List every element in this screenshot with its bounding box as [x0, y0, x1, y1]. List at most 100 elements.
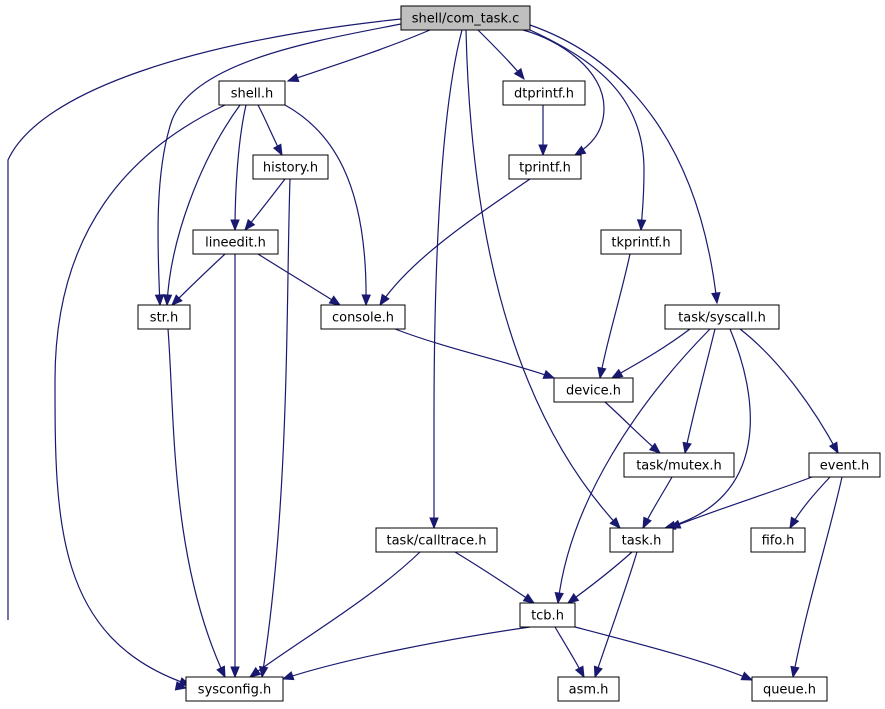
- node-box: [553, 377, 634, 403]
- edge-line: [574, 626, 753, 681]
- node-label: asm.h: [569, 683, 609, 698]
- node-box: [808, 452, 881, 478]
- edge-com_task-to-tkprintf: [529, 29, 647, 232]
- node-str[interactable]: str.h: [137, 304, 191, 330]
- edge-line: [669, 476, 813, 529]
- edge-line: [234, 104, 247, 231]
- node-box: [320, 304, 406, 330]
- node-label: fifo.h: [762, 534, 795, 549]
- edge-calltrace-to-sysconfig: [248, 551, 421, 678]
- edge-lineedit-to-sysconfig: [230, 254, 240, 679]
- arrowhead: [258, 665, 269, 679]
- node-box: [751, 676, 828, 702]
- node-label: event.h: [820, 459, 869, 474]
- edge-line: [611, 328, 691, 379]
- node-console[interactable]: console.h: [320, 304, 406, 330]
- arrowhead: [361, 294, 371, 307]
- node-history[interactable]: history.h: [252, 154, 329, 180]
- node-tkprintf[interactable]: tkprintf.h: [600, 229, 682, 255]
- arrowhead: [636, 219, 647, 232]
- node-device[interactable]: device.h: [553, 377, 634, 403]
- edge-dtprintf-to-tprintf: [538, 104, 548, 157]
- arrowhead: [828, 441, 839, 455]
- arrowhead: [609, 517, 621, 529]
- edge-line: [166, 104, 241, 306]
- edge-history-to-lineedit: [244, 178, 286, 232]
- node-label: lineedit.h: [205, 236, 266, 251]
- node-label: tkprintf.h: [611, 236, 670, 251]
- node-tprintf[interactable]: tprintf.h: [508, 154, 582, 180]
- edge-line: [604, 401, 661, 454]
- edge-event-to-task: [668, 476, 813, 529]
- edge-line: [167, 328, 226, 678]
- edge-line: [7, 18, 402, 620]
- node-box: [218, 80, 286, 106]
- node-task[interactable]: task.h: [609, 527, 674, 553]
- arrowhead: [668, 519, 682, 529]
- arrowhead: [162, 294, 173, 307]
- node-label: task/syscall.h: [678, 311, 766, 326]
- node-box: [252, 154, 329, 180]
- node-queue[interactable]: queue.h: [751, 676, 828, 702]
- edge-line: [394, 328, 555, 379]
- node-asm[interactable]: asm.h: [557, 676, 620, 702]
- node-box: [519, 602, 576, 628]
- arrowhead: [554, 592, 564, 605]
- arrowhead: [286, 73, 300, 83]
- edge-com_task-to-str: [154, 23, 402, 307]
- edge-task-to-tcb: [566, 551, 633, 604]
- edge-event-to-fifo: [789, 476, 831, 530]
- node-event[interactable]: event.h: [808, 452, 881, 478]
- arrowhead: [789, 516, 800, 530]
- node-label: str.h: [150, 311, 178, 326]
- node-shell[interactable]: shell.h: [218, 80, 286, 106]
- arrowhead: [154, 294, 165, 307]
- arrowhead: [642, 516, 652, 530]
- edge-com_task-to-sysconfig: [7, 18, 402, 691]
- node-box: [609, 527, 674, 553]
- edge-line: [171, 253, 226, 306]
- node-label: tprintf.h: [519, 161, 571, 176]
- edge-shell-to-console: [284, 104, 371, 307]
- edge-lineedit-to-str: [171, 253, 226, 306]
- node-box: [192, 229, 279, 255]
- node-mutex[interactable]: task/mutex.h: [623, 452, 735, 478]
- edge-str-to-sysconfig: [167, 328, 226, 679]
- node-calltrace[interactable]: task/calltrace.h: [375, 527, 498, 553]
- arrowhead: [522, 593, 536, 604]
- edge-syscall-to-event: [739, 328, 839, 455]
- edge-line: [157, 23, 402, 306]
- node-box: [400, 5, 531, 31]
- edge-line: [54, 104, 226, 686]
- node-box: [600, 229, 682, 255]
- node-tcb[interactable]: tcb.h: [519, 602, 576, 628]
- edge-line: [284, 104, 367, 306]
- edge-mutex-to-task: [642, 476, 673, 530]
- nodes: shell/com_task.c shell.h dtprintf.h history…: [137, 5, 881, 702]
- node-com_task[interactable]: shell/com_task.c: [400, 5, 531, 31]
- edge-com_task-to-task: [465, 29, 621, 529]
- node-label: shell/com_task.c: [412, 12, 520, 27]
- edges: [7, 18, 843, 691]
- edge-tcb-to-queue: [574, 626, 754, 681]
- node-lineedit[interactable]: lineedit.h: [192, 229, 279, 255]
- arrowhead: [244, 218, 256, 232]
- edge-shell-to-lineedit: [230, 104, 247, 232]
- edge-shell-to-str: [162, 104, 241, 307]
- arrowhead: [538, 144, 548, 157]
- node-fifo[interactable]: fifo.h: [750, 527, 806, 553]
- edge-line: [379, 178, 531, 306]
- edge-line: [684, 328, 716, 454]
- edge-event-to-queue: [790, 476, 843, 679]
- node-label: tcb.h: [531, 609, 564, 624]
- node-dtprintf[interactable]: dtprintf.h: [502, 80, 586, 106]
- edge-line: [557, 328, 711, 604]
- edge-line: [257, 253, 341, 306]
- edge-line: [261, 178, 291, 678]
- node-sysconfig[interactable]: sysconfig.h: [185, 676, 284, 702]
- edge-line: [282, 626, 531, 680]
- node-label: sysconfig.h: [198, 683, 271, 698]
- node-syscall[interactable]: task/syscall.h: [664, 304, 780, 330]
- edge-line: [599, 253, 631, 379]
